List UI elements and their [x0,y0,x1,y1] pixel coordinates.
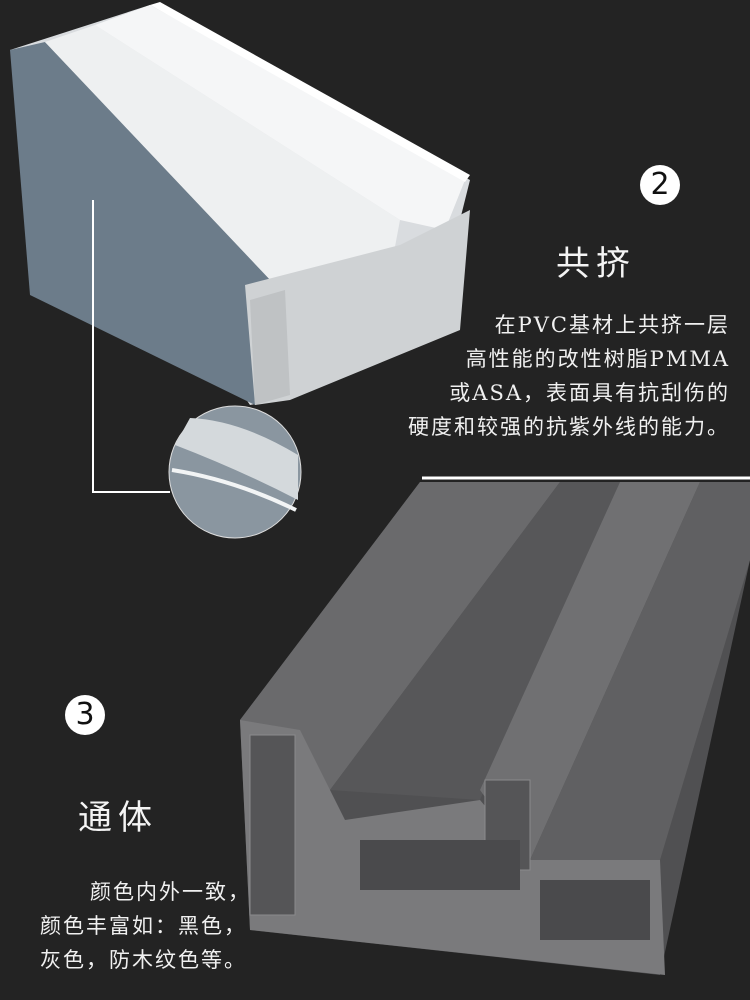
description-line: 灰色，防木纹色等。 [40,948,247,972]
description-line: 颜色丰富如：黑色， [40,914,247,938]
section-2-number-badge: 2 [640,165,680,205]
callout-line [92,200,170,493]
surface-closeup-magnifier [168,405,302,539]
section-2-description: 在PVC基材上共挤一层 高性能的改性树脂PMMA 或ASA，表面具有抗刮伤的 硬… [408,308,730,444]
section-2-title: 共挤 [556,244,636,284]
description-line: 高性能的改性树脂PMMA [465,347,730,371]
description-line: 颜色内外一致， [90,880,251,904]
section-3-description: 颜色内外一致， 颜色丰富如：黑色， 灰色，防木纹色等。 [40,875,251,977]
description-line: 或ASA，表面具有抗刮伤的 [449,381,730,405]
section-3-title: 通体 [78,798,158,838]
section-3-number-badge: 3 [65,695,105,735]
white-pvc-profile [10,2,470,405]
description-line: 硬度和较强的抗紫外线的能力。 [408,415,730,439]
gray-pvc-profile [240,482,750,975]
description-line: 在PVC基材上共挤一层 [494,313,730,337]
